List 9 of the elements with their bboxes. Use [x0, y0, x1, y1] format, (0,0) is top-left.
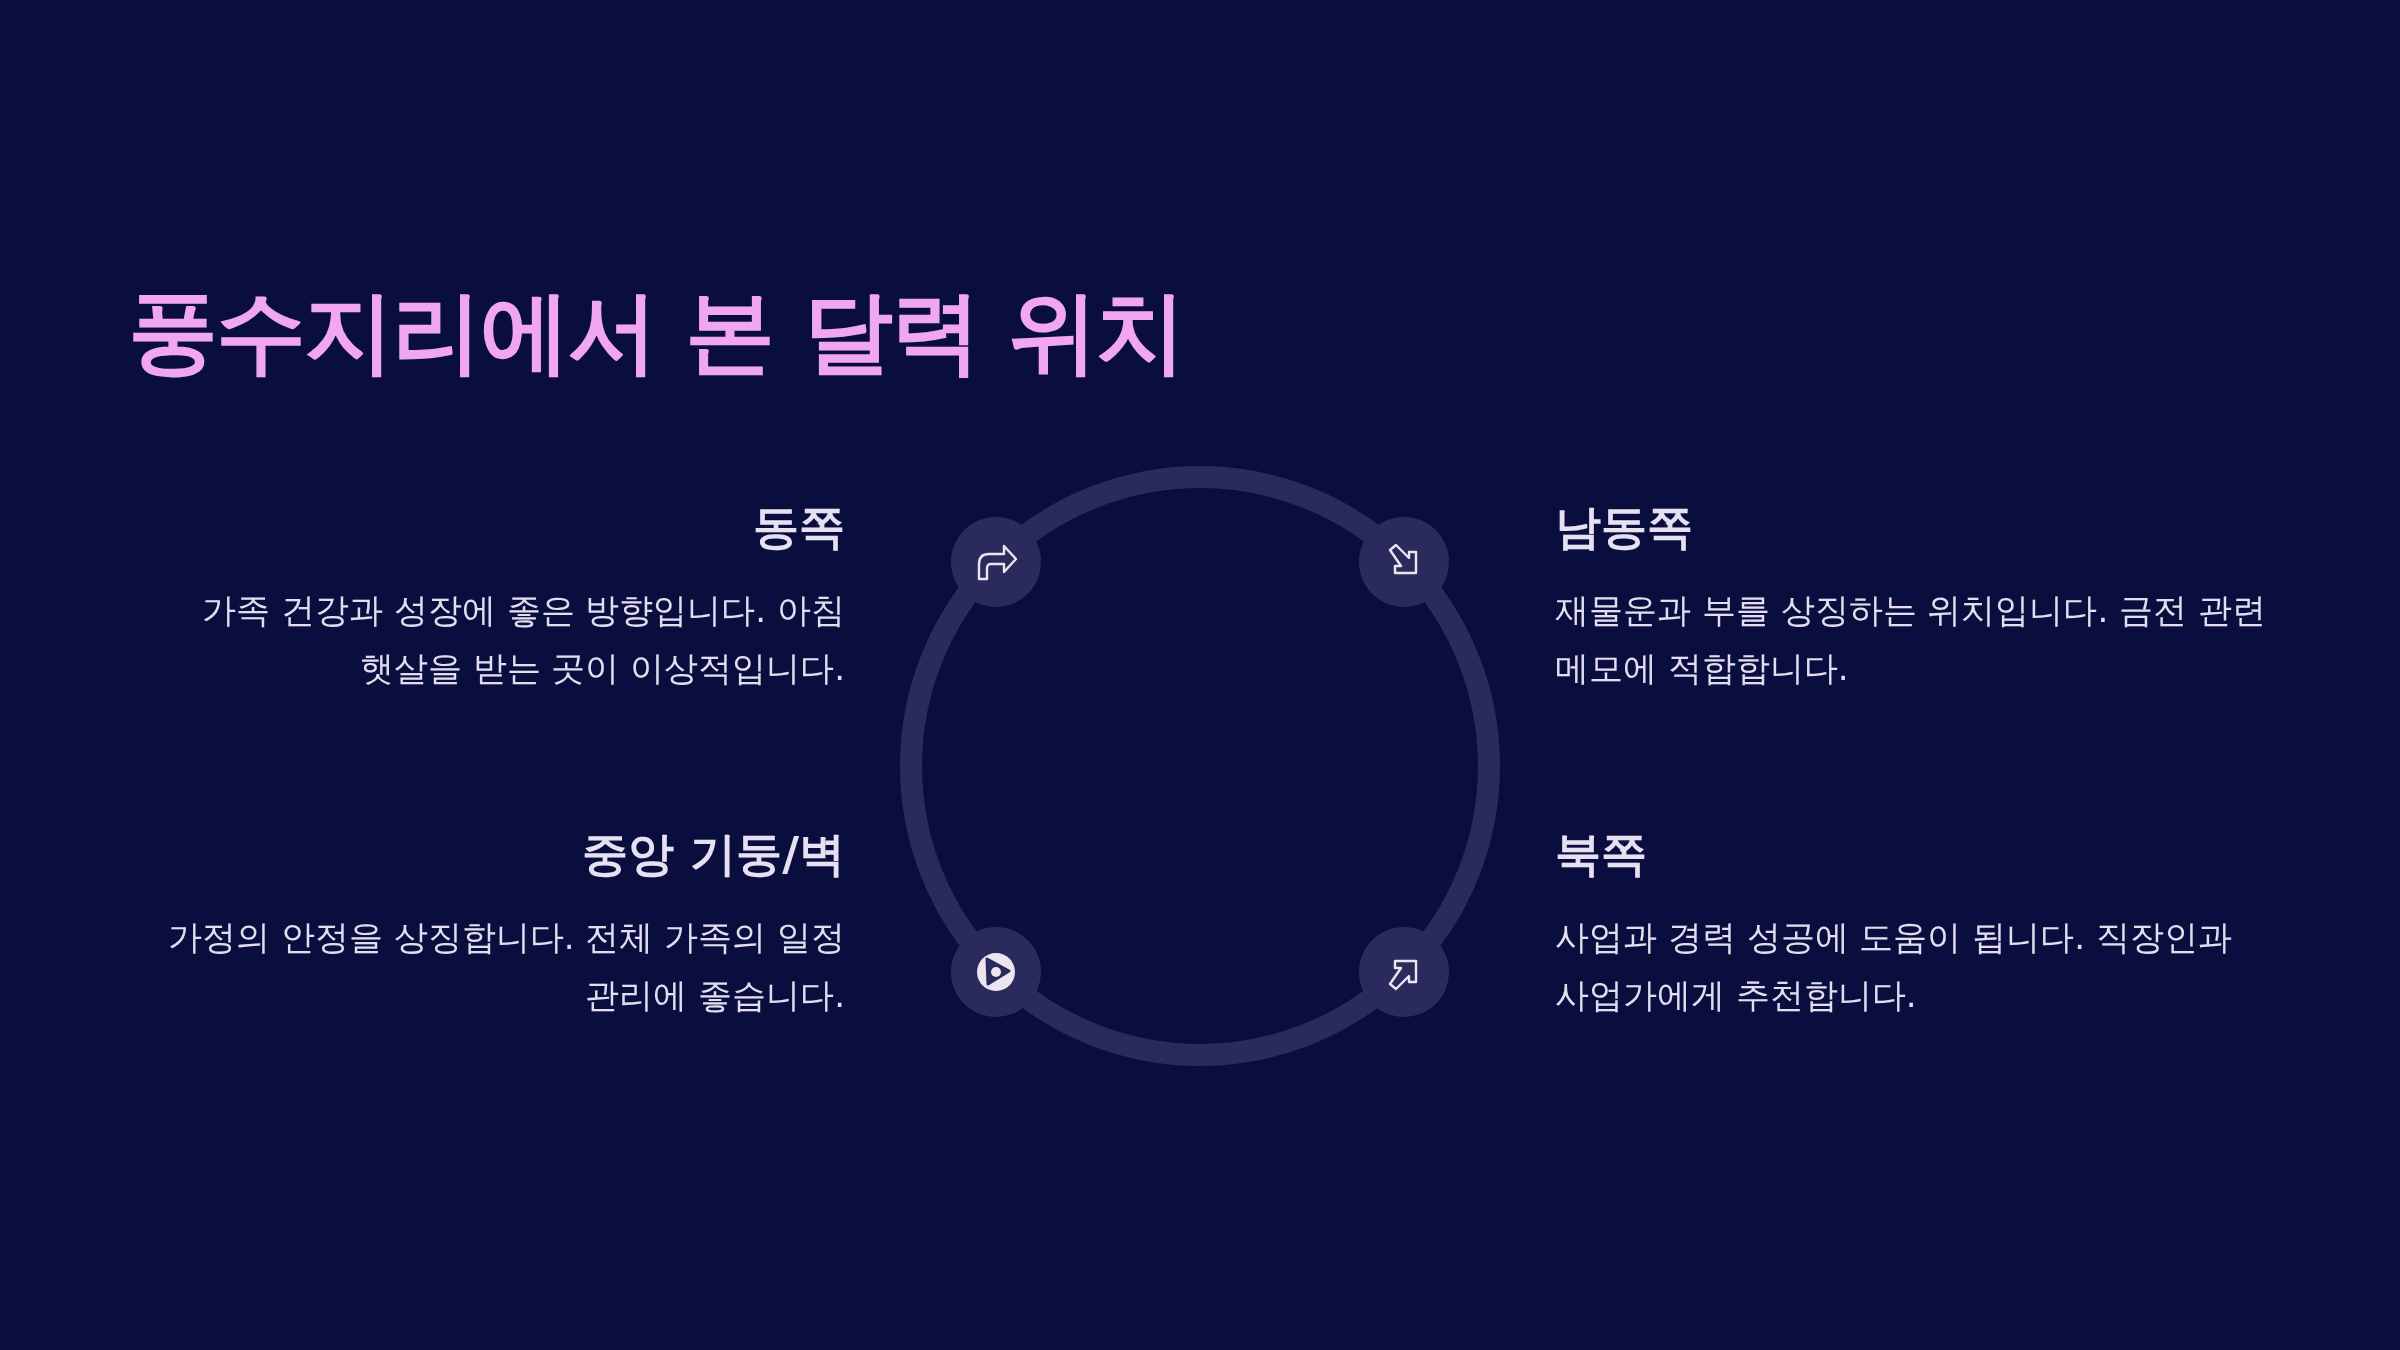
- description-text: 재물운과 부를 상징하는 위치입니다. 금전 관련 메모에 적합합니다.: [1555, 589, 2267, 691]
- description-text: 가정의 안정을 상징합니다. 전체 가족의 일정 관리에 좋습니다.: [167, 916, 845, 1018]
- section-heading: 중앙 기둥/벽: [581, 827, 845, 883]
- description-text: 사업과 경력 성공에 도움이 됩니다. 직장인과 사업가에게 추천합니다.: [1555, 916, 2233, 1018]
- section-heading: 동쪽: [752, 500, 845, 556]
- section-heading: 남동쪽: [1555, 500, 1694, 556]
- title: 풍수지리에서 본 달력 위치: [128, 278, 1184, 386]
- section-heading: 북쪽: [1555, 827, 1648, 883]
- description-text: 가족 건강과 성장에 좋은 방향입니다. 아침 햇살을 받는 곳이 이상적입니다.: [201, 589, 845, 691]
